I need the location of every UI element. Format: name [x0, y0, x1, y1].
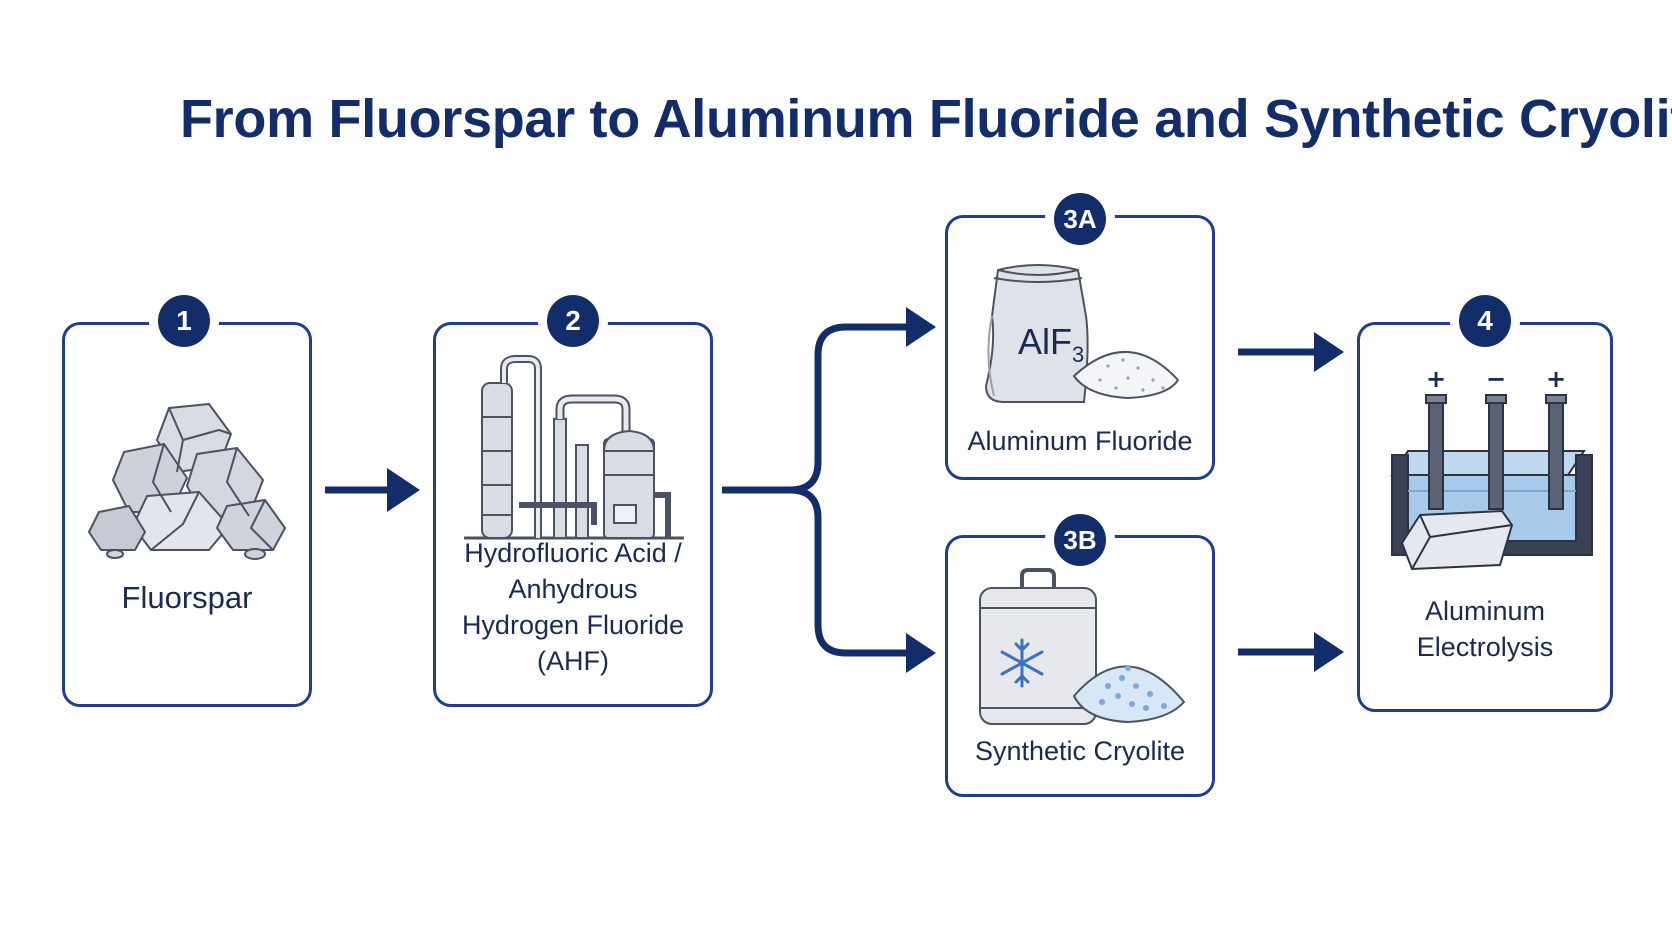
diagram-title: From Fluorspar to Aluminum Fluoride and … — [180, 89, 1672, 149]
arrowhead-1-to-2 — [387, 468, 420, 512]
step-2-label: Hydrofluoric Acid / Anhydrous Hydrogen F… — [461, 538, 685, 676]
arrowhead-3b-to-4 — [1314, 632, 1344, 672]
electrode-signs: + − + — [1426, 365, 1566, 393]
electrode-sign-left: + — [1426, 365, 1446, 393]
step-3a-badge: 3A — [1054, 193, 1106, 245]
product-bag-icon — [984, 264, 1180, 403]
container-snowflake-icon — [979, 568, 1186, 725]
arrowhead-to-3b — [906, 633, 936, 673]
step-3b-badge: 3B — [1054, 514, 1106, 566]
electrode-sign-right: + — [1546, 365, 1566, 393]
step-3a-label: Aluminum Fluoride — [967, 426, 1193, 456]
step-1-badge: 1 — [158, 295, 210, 347]
step-3b-label: Synthetic Cryolite — [974, 736, 1186, 766]
step-4-label: Aluminum Electrolysis — [1416, 596, 1554, 662]
electrolysis-cell-icon: + − + — [1390, 365, 1593, 571]
branch-connector — [722, 323, 912, 657]
step-4-badge: 4 — [1459, 295, 1511, 347]
step-3a-card: AlF3 Aluminum Fluoride — [945, 215, 1215, 480]
bag-chemical-formula: AlF3 — [1018, 321, 1085, 368]
step-3b-card: Synthetic Cryolite — [945, 535, 1215, 797]
step-2-card: Hydrofluoric Acid / Anhydrous Hydrogen F… — [433, 322, 713, 707]
step-2-badge: 2 — [547, 295, 599, 347]
chemical-plant-icon — [464, 355, 684, 540]
rock-pile-icon — [88, 403, 286, 560]
electrode-sign-middle: − — [1486, 365, 1506, 393]
step-4-card: + − + Aluminum Electrolysis — [1357, 322, 1613, 712]
arrowhead-3a-to-4 — [1314, 332, 1344, 372]
step-1-label: Fluorspar — [121, 580, 253, 615]
arrowhead-to-3a — [906, 307, 936, 347]
step-1-card: Fluorspar — [62, 322, 312, 707]
